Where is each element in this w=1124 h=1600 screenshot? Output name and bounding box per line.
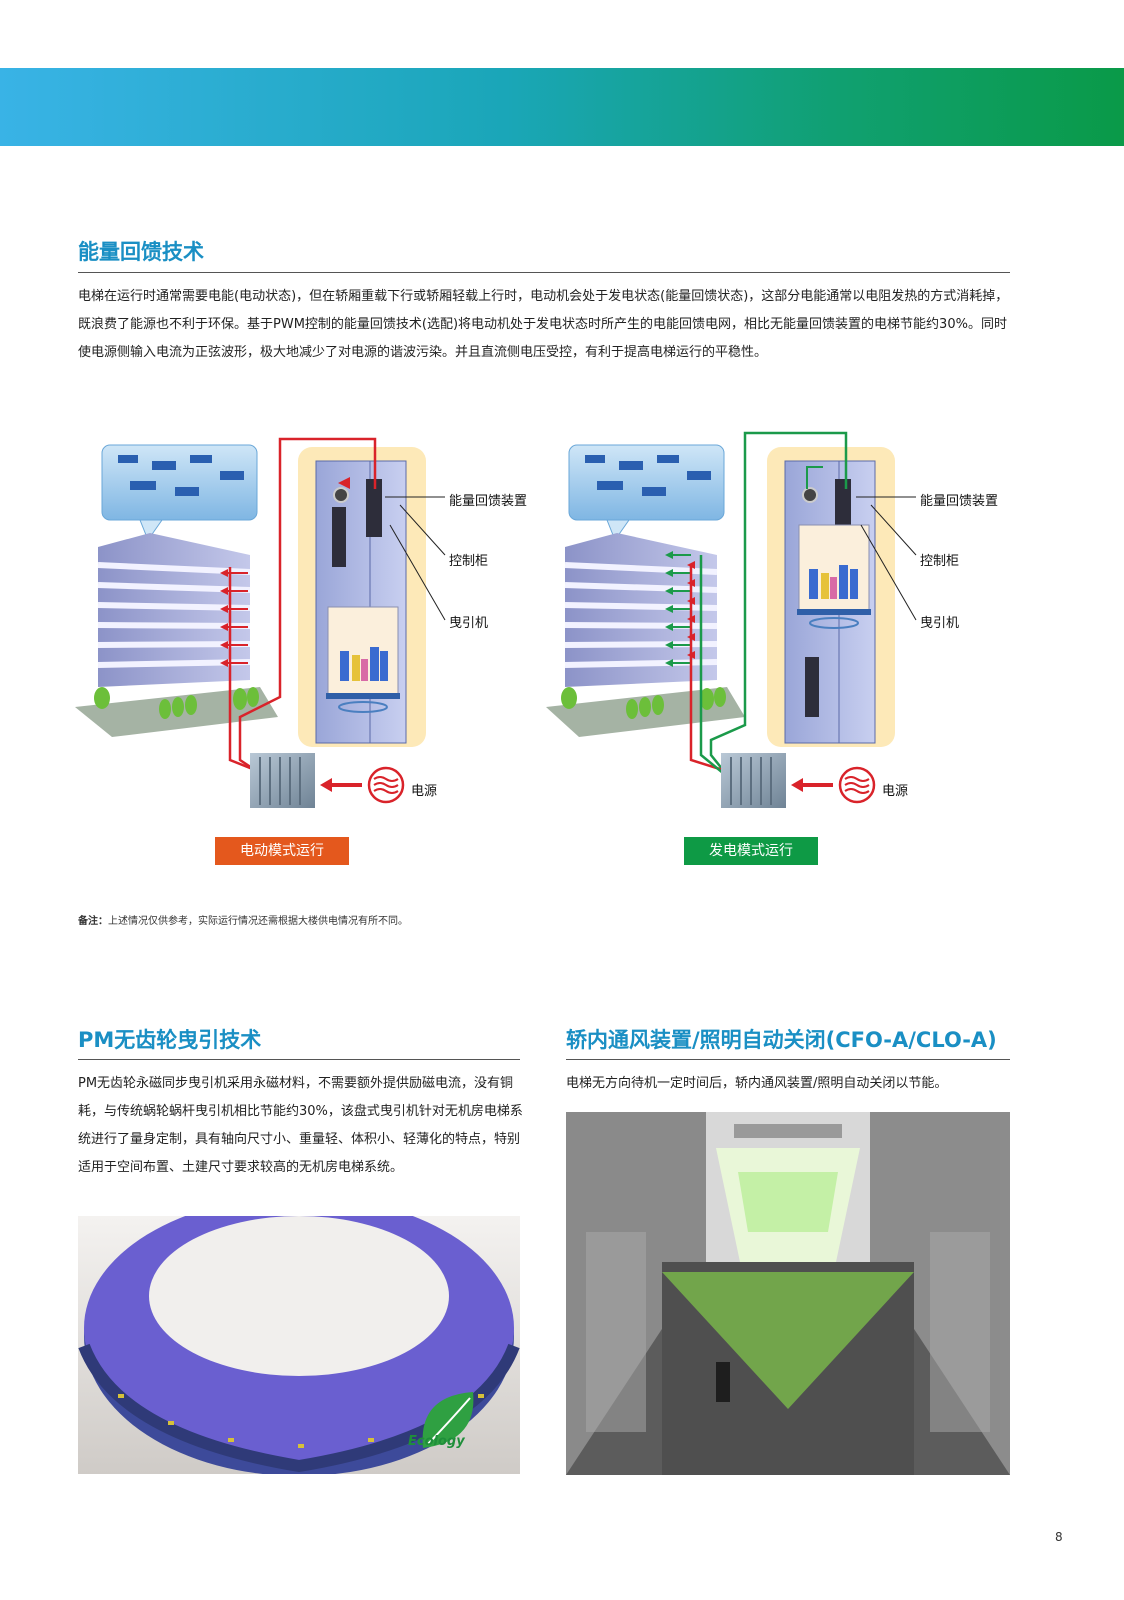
footnote: 备注：上述情况仅供参考，实际运行情况还需根据大楼供电情况有所不同。 <box>78 912 408 927</box>
section-title-pm-gearless: PM无齿轮曳引技术 <box>78 1028 262 1052</box>
elevator-cabin-illustration <box>566 1112 1010 1475</box>
footnote-label: 备注： <box>78 916 108 927</box>
label-feedback-device-right: 能量回馈装置 <box>920 494 999 509</box>
motoring-mode-badge: 电动模式运行 <box>215 837 349 865</box>
section-title-ventilation: 轿内通风装置/照明自动关闭(CFO-A/CLO-A) <box>566 1028 997 1052</box>
section-divider <box>566 1059 1010 1060</box>
generating-mode-badge: 发电模式运行 <box>684 837 818 865</box>
energy-feedback-description: 电梯在运行时通常需要电能(电动状态)，但在轿厢重载下行或轿厢轻载上行时，电动机会… <box>78 289 1009 360</box>
label-power-source-left: 电源 <box>411 784 438 799</box>
ecology-badge <box>422 1392 474 1448</box>
label-power-source-right: 电源 <box>882 784 909 799</box>
label-control-cabinet-right: 控制柜 <box>920 554 960 569</box>
section-divider <box>78 272 1010 273</box>
label-control-cabinet-left: 控制柜 <box>449 554 489 569</box>
section-divider <box>78 1059 520 1060</box>
ecology-label: Ecology <box>408 1434 465 1449</box>
elevator-interior-photo <box>566 1112 1010 1475</box>
ventilation-description: 电梯无方向待机一定时间后，轿内通风装置/照明自动关闭以节能。 <box>566 1076 948 1091</box>
traction-ring-illustration <box>78 1216 520 1474</box>
header-banner <box>0 68 1124 146</box>
pm-gearless-description: PM无齿轮永磁同步曳引机采用永磁材料，不需要额外提供励磁电流，没有铜耗，与传统蜗… <box>78 1076 523 1175</box>
section-title-energy-feedback: 能量回馈技术 <box>78 240 204 264</box>
traction-machine-photo: Ecology <box>78 1216 520 1474</box>
label-traction-machine-right: 曳引机 <box>920 616 960 631</box>
label-feedback-device-left: 能量回馈装置 <box>449 494 528 509</box>
label-traction-machine-left: 曳引机 <box>449 616 489 631</box>
footnote-text: 上述情况仅供参考，实际运行情况还需根据大楼供电情况有所不同。 <box>108 916 408 927</box>
page-number: 8 <box>1055 1530 1063 1544</box>
generating-mode-diagram <box>546 431 917 808</box>
motoring-mode-diagram <box>75 437 446 808</box>
